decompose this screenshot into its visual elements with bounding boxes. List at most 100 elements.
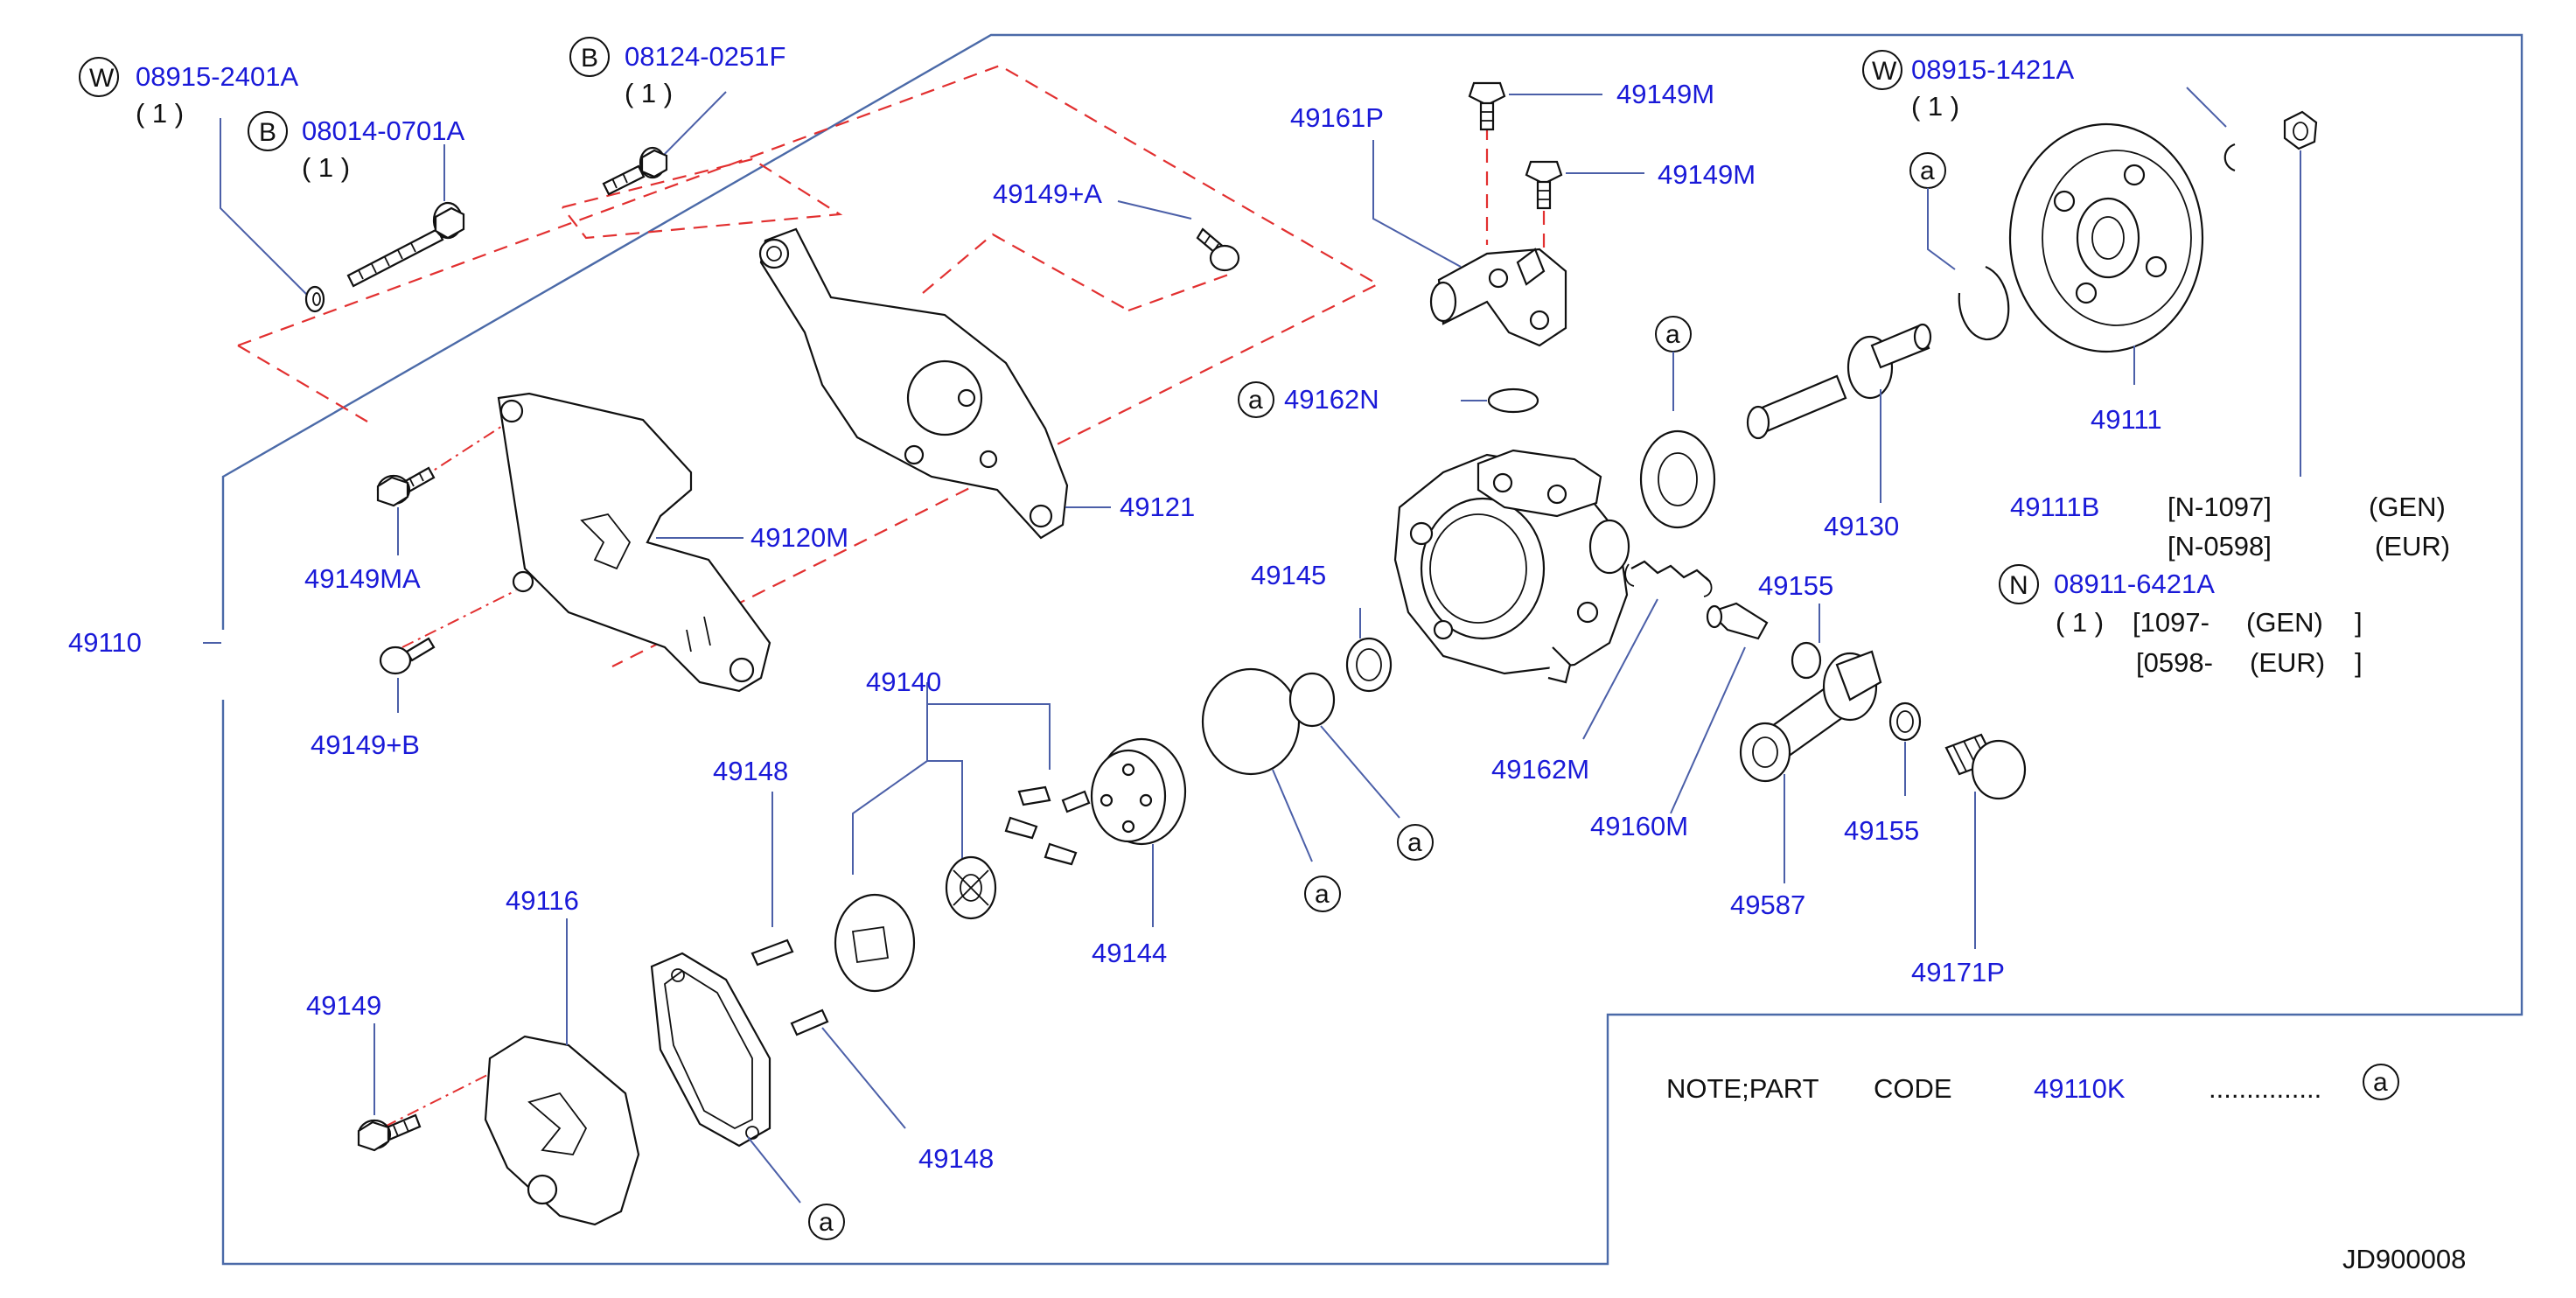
fitting-49161P-part [1372, 140, 1567, 347]
fastener-code: 08915-1421A [1911, 54, 2074, 85]
note-part-code: 49110K [2034, 1073, 2126, 1104]
label-49140: 49140 [866, 666, 941, 697]
fastener-callout-w1: W 08915-2401A ( 1 ) [79, 57, 298, 129]
rotor-kit-49140-part [834, 682, 1091, 993]
label-49155-upper: 49155 [1758, 570, 1833, 601]
bolt-49149-part [357, 1023, 422, 1152]
note-prefix: NOTE;PART [1666, 1073, 1819, 1104]
shaft-49130-part [1746, 323, 1932, 503]
fastener-code: 08915-2401A [136, 61, 298, 92]
svg-text:a: a [819, 1208, 834, 1237]
label-49145: 49145 [1251, 560, 1326, 590]
seal-ring-49145-part [1345, 608, 1393, 693]
bolt-49149A-part [1117, 200, 1240, 272]
variant-row2-code: [N-0598] [2168, 531, 2272, 562]
label-49149M-upper: 49149M [1616, 79, 1714, 109]
end-cover-49116-part [484, 918, 640, 1226]
label-49155-lower: 49155 [1844, 815, 1919, 846]
label-49148-upper: 49148 [713, 756, 788, 786]
variant-n2-close: ] [2355, 647, 2363, 678]
bolt-49149M-lower-part [1525, 160, 1644, 210]
note-dots: ............... [2209, 1073, 2321, 1104]
label-49144: 49144 [1092, 938, 1167, 968]
fastener-code: 08014-0701A [302, 115, 464, 146]
svg-text:a: a [1315, 880, 1330, 909]
short-bolt-part [602, 91, 727, 196]
svg-text:a: a [1665, 320, 1680, 349]
fastener-prefix: W [1872, 57, 1897, 86]
variant-row2-market: (EUR) [2375, 531, 2450, 562]
fastener-code: 08124-0251F [625, 41, 785, 72]
label-49171P: 49171P [1911, 957, 2005, 987]
oring-49162N-part: a [1238, 381, 1539, 418]
label-49148-lower: 49148 [918, 1143, 994, 1174]
fastener-qty: ( 1 ) [2056, 607, 2104, 638]
part-code-note: NOTE;PART CODE 49110K ............... a [1666, 1064, 2399, 1104]
fastener-callout-b1: B 08014-0701A ( 1 ) [248, 111, 464, 183]
fastener-qty: ( 1 ) [136, 98, 184, 129]
variant-n1-close: ] [2355, 607, 2363, 638]
oring-medium-part: a [1288, 672, 1434, 861]
pin-49148-upper-part [750, 792, 794, 967]
label-49110: 49110 [68, 627, 142, 658]
bolt-49149MA-part [376, 466, 436, 555]
oring-49155-lower-part [1888, 701, 1922, 796]
fastener-callout-w2: W 08915-1421A ( 1 ) [1862, 50, 2074, 122]
gasket-part: a [650, 952, 845, 1240]
label-49587: 49587 [1730, 890, 1805, 920]
long-bolt-part [346, 144, 465, 288]
valve-49160M-part [1670, 602, 1769, 814]
variant-n2-market: (EUR) [2250, 647, 2325, 678]
label-49162M: 49162M [1491, 754, 1589, 785]
note-code-word: CODE [1874, 1073, 1952, 1104]
label-49149MA: 49149MA [304, 563, 421, 594]
fastener-prefix: W [89, 64, 115, 93]
label-49149: 49149 [306, 990, 381, 1021]
fastener-callout-n: N 08911-6421A ( 1 ) [1097- (GEN) ] [0598… [1999, 564, 2363, 678]
bolt-49149B-part [379, 637, 436, 713]
fastener-prefix: N [2009, 571, 2028, 600]
fastener-qty: ( 1 ) [1911, 91, 1959, 122]
fastener-code: 08911-6421A [2054, 569, 2215, 599]
fastener-callout-b2: B 08124-0251F ( 1 ) [569, 37, 785, 108]
oil-seal-part: a [1639, 316, 1716, 529]
label-49111B: 49111B [2010, 492, 2099, 522]
svg-text:a: a [1920, 157, 1935, 185]
variant-row1-code: [N-1097] [2168, 492, 2272, 522]
label-49162N: 49162N [1284, 384, 1379, 415]
union-49587-part [1739, 650, 1882, 883]
label-49130: 49130 [1824, 511, 1899, 541]
label-49116: 49116 [506, 885, 579, 916]
label-49120M: 49120M [750, 522, 848, 553]
label-49149B: 49149+B [311, 729, 420, 760]
bolt-49149M-upper-part [1468, 81, 1602, 131]
pump-body-part [1393, 449, 1630, 684]
label-49149A: 49149+A [993, 178, 1102, 209]
assembly-frame [221, 33, 2524, 1266]
fastener-prefix: B [259, 118, 276, 147]
variant-n1-market: (GEN) [2246, 607, 2323, 638]
spring-49162M-part [1582, 560, 1713, 740]
label-49161P: 49161P [1290, 102, 1384, 133]
label-49121: 49121 [1120, 492, 1195, 522]
oring-49155-upper-part [1791, 604, 1822, 680]
bolt-49171P-part [1944, 733, 2027, 949]
note-symbol: a [2373, 1068, 2388, 1097]
bracket-49121-part [758, 227, 1111, 540]
drawing-code: JD900008 [2342, 1244, 2466, 1274]
washer-part [220, 118, 325, 313]
fastener-prefix: B [581, 44, 598, 73]
fastener-qty: ( 1 ) [302, 152, 350, 183]
pulley-49111-part [2008, 122, 2204, 385]
svg-text:a: a [1248, 386, 1263, 415]
fastener-qty: ( 1 ) [625, 78, 673, 108]
variant-n2-range: [0598- [2136, 647, 2213, 678]
label-49160M: 49160M [1590, 811, 1688, 841]
cam-ring-49144-part [1090, 737, 1187, 927]
oring-large-part: a [1201, 667, 1341, 912]
snap-ring-part: a [1909, 152, 2010, 341]
label-49149M-lower: 49149M [1658, 159, 1756, 190]
svg-text:a: a [1407, 828, 1422, 857]
pulley-washer-part [2186, 87, 2318, 477]
